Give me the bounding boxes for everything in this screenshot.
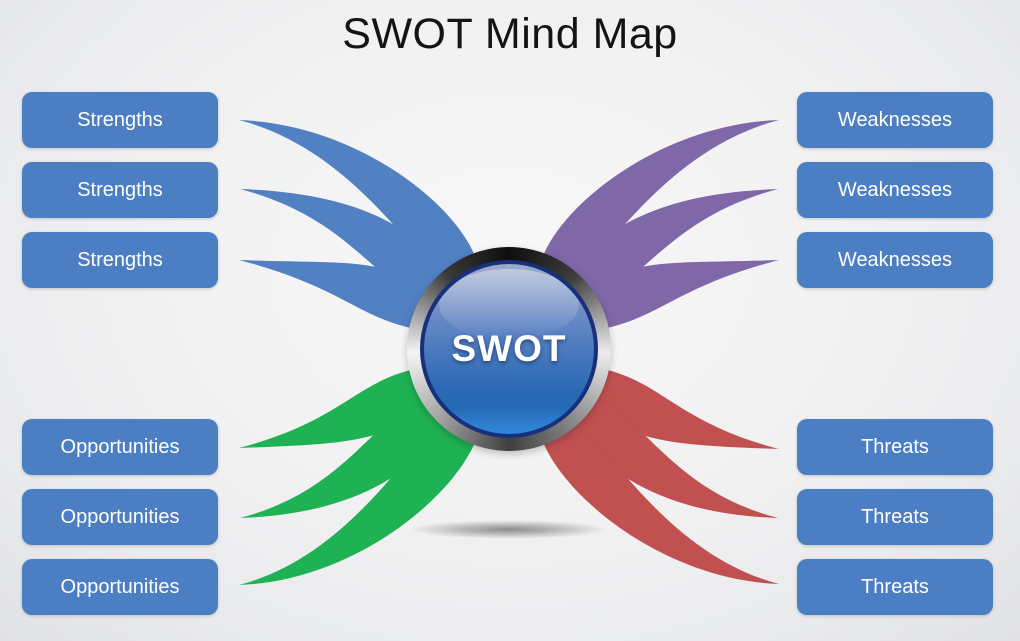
threats-branch-3 (541, 417, 779, 584)
threats-branch-2 (567, 393, 778, 518)
node-threats-1[interactable]: Threats (797, 419, 993, 475)
node-strengths-1[interactable]: Strengths (22, 92, 218, 148)
hub-button (420, 260, 598, 438)
strengths-branch-3 (239, 260, 433, 330)
node-weaknesses-1[interactable]: Weaknesses (797, 92, 993, 148)
hub-floor-shadow (409, 520, 609, 539)
node-threats-2[interactable]: Threats (797, 489, 993, 545)
node-opportunities-1[interactable]: Opportunities (22, 419, 218, 475)
weaknesses-branch-3 (585, 260, 779, 330)
hub-label: SWOT (451, 328, 567, 369)
opportunities-branch-2 (240, 393, 451, 518)
node-strengths-2[interactable]: Strengths (22, 162, 218, 218)
node-weaknesses-3[interactable]: Weaknesses (797, 232, 993, 288)
node-strengths-3[interactable]: Strengths (22, 232, 218, 288)
opportunities-branch-3 (239, 417, 477, 585)
node-opportunities-2[interactable]: Opportunities (22, 489, 218, 545)
page-title: SWOT Mind Map (342, 10, 678, 58)
swot-hub[interactable]: SWOT (407, 247, 611, 451)
node-weaknesses-2[interactable]: Weaknesses (797, 162, 993, 218)
node-threats-3[interactable]: Threats (797, 559, 993, 615)
node-opportunities-3[interactable]: Opportunities (22, 559, 218, 615)
